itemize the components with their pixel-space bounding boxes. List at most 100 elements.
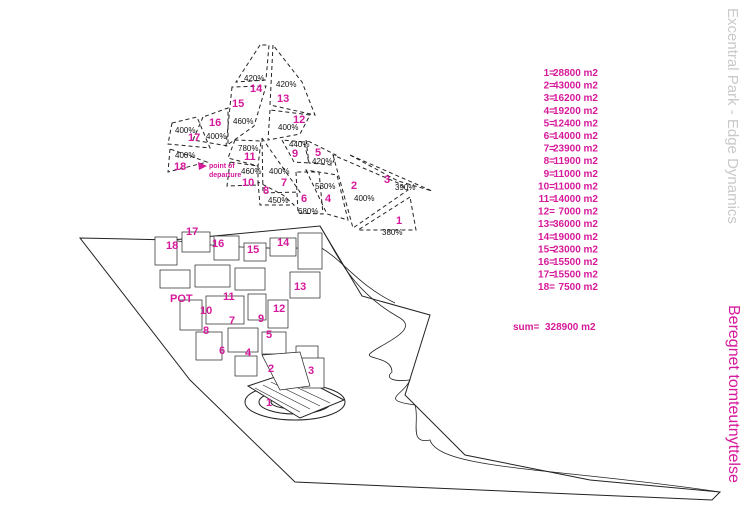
model-number-4: 4 <box>245 347 252 359</box>
plot-number-5: 5 <box>315 147 321 159</box>
building <box>269 237 297 257</box>
area-list: 1=28800 m22=43000 m23=16200 m24=19200 m2… <box>538 68 598 293</box>
ratio-label-18: 400% <box>175 151 195 160</box>
building <box>181 231 211 253</box>
area-value-16: 15500 m2 <box>553 257 598 268</box>
ratio-label-7: 400% <box>269 167 289 176</box>
area-value-18: 7500 m2 <box>559 282 599 293</box>
building <box>205 295 245 325</box>
building <box>243 242 267 262</box>
model-number-7: 7 <box>229 315 235 327</box>
building <box>297 232 323 270</box>
area-id-17: 17= <box>538 270 555 281</box>
project-title: Excentral Park - Edge Dynamics <box>724 8 741 224</box>
plot-numbers-top: 14 13 15 12 16 17 18 11 10 7 8 9 5 6 4 2… <box>174 83 402 227</box>
plot-outline-4 <box>305 169 349 221</box>
area-value-17: 15500 m2 <box>553 270 598 281</box>
area-id-16: 16= <box>538 257 555 268</box>
area-id-4: 4= <box>544 106 556 117</box>
model-number-16: 16 <box>212 238 224 250</box>
model-number-1: 1 <box>266 397 272 409</box>
plot-number-15: 15 <box>232 98 244 110</box>
ratio-label-14: 420% <box>244 74 264 83</box>
plot-outline-14 <box>235 44 270 83</box>
model-number-5: 5 <box>266 329 272 341</box>
model-pot-label: POT <box>170 293 193 305</box>
model-number-14: 14 <box>277 237 290 249</box>
plot-number-8: 8 <box>263 185 269 197</box>
plot-outline-7 <box>261 136 301 194</box>
area-value-8: 11900 m2 <box>554 156 599 167</box>
coastline <box>319 225 721 493</box>
building <box>159 269 191 289</box>
ratio-label-11: 780% <box>238 144 258 153</box>
plot-outlines <box>167 43 433 231</box>
area-value-11: 14000 m2 <box>553 194 598 205</box>
ratio-label-10: 460% <box>241 167 261 176</box>
area-value-4: 19200 m2 <box>553 106 598 117</box>
plot-number-9: 9 <box>292 148 298 160</box>
ratio-label-15: 460% <box>233 117 253 126</box>
area-value-1: 28800 m2 <box>553 68 598 79</box>
building <box>194 264 231 288</box>
ratio-label-6: 680% <box>298 207 318 216</box>
model-number-12: 12 <box>273 303 285 315</box>
building <box>234 355 258 377</box>
ratio-label-16: 400% <box>206 132 226 141</box>
plot-outline-15 <box>225 85 267 148</box>
area-id-2: 2= <box>544 81 556 92</box>
departure-arrow-icon <box>198 162 207 170</box>
plot-number-2: 2 <box>351 180 357 192</box>
area-value-15: 23000 m2 <box>553 244 598 255</box>
model-number-2: 2 <box>268 363 274 375</box>
area-value-10: 11000 m2 <box>554 181 599 192</box>
building <box>247 293 267 321</box>
plot-number-13: 13 <box>277 93 289 105</box>
departure-label-line1: point of <box>209 163 235 170</box>
plot-number-12: 12 <box>293 114 305 126</box>
area-id-5: 5= <box>544 118 556 129</box>
area-id-12: 12= <box>538 207 555 218</box>
plot-number-6: 6 <box>301 193 307 205</box>
hatch-line <box>262 384 311 410</box>
model-number-18: 18 <box>166 240 178 252</box>
model-number-6: 6 <box>219 345 225 357</box>
building <box>227 327 259 353</box>
model-number-8: 8 <box>203 325 209 337</box>
plot-outline-3 <box>349 154 433 192</box>
building <box>154 236 178 266</box>
hatch-line <box>254 387 301 413</box>
site-model: 18 17 16 15 14 13 POT 11 12 10 7 9 8 5 6… <box>78 225 722 501</box>
plot-outline-9 <box>281 139 310 164</box>
area-value-2: 43000 m2 <box>553 81 598 92</box>
plot-number-10: 10 <box>242 177 254 189</box>
model-number-10: 10 <box>200 305 212 317</box>
area-id-13: 13= <box>538 219 555 230</box>
area-id-7: 7= <box>544 144 556 155</box>
area-id-9: 9= <box>544 169 556 180</box>
plot-numbers-model: 18 17 16 15 14 13 POT 11 12 10 7 9 8 5 6… <box>166 226 314 409</box>
model-number-9: 9 <box>258 313 264 325</box>
plot-number-11: 11 <box>244 151 256 163</box>
plot-number-4: 4 <box>325 193 332 205</box>
area-value-6: 14000 m2 <box>553 131 598 142</box>
ratio-label-1: 380% <box>382 228 402 237</box>
plot-outline-11 <box>227 139 262 167</box>
plot-outline-18 <box>167 148 209 173</box>
diagram-title: Beregnet tomteutnyttelse <box>725 305 742 483</box>
building <box>213 235 240 261</box>
ratio-label-4: 530% <box>315 182 335 191</box>
plot-outline-13 <box>269 43 316 116</box>
ratio-label-2: 400% <box>354 194 374 203</box>
ratio-label-3: 390% <box>395 183 415 192</box>
buildings <box>154 231 325 391</box>
plot-outline-10 <box>226 161 259 187</box>
plot-outline-17 <box>167 116 211 149</box>
ratio-label-5: 420% <box>312 157 332 166</box>
plot-outline-1 <box>356 196 417 231</box>
area-value-7: 23900 m2 <box>553 144 598 155</box>
ratio-label-13: 420% <box>276 80 296 89</box>
area-id-6: 6= <box>544 131 556 142</box>
ratio-label-9: 440% <box>289 140 309 149</box>
area-value-14: 19000 m2 <box>553 232 598 243</box>
